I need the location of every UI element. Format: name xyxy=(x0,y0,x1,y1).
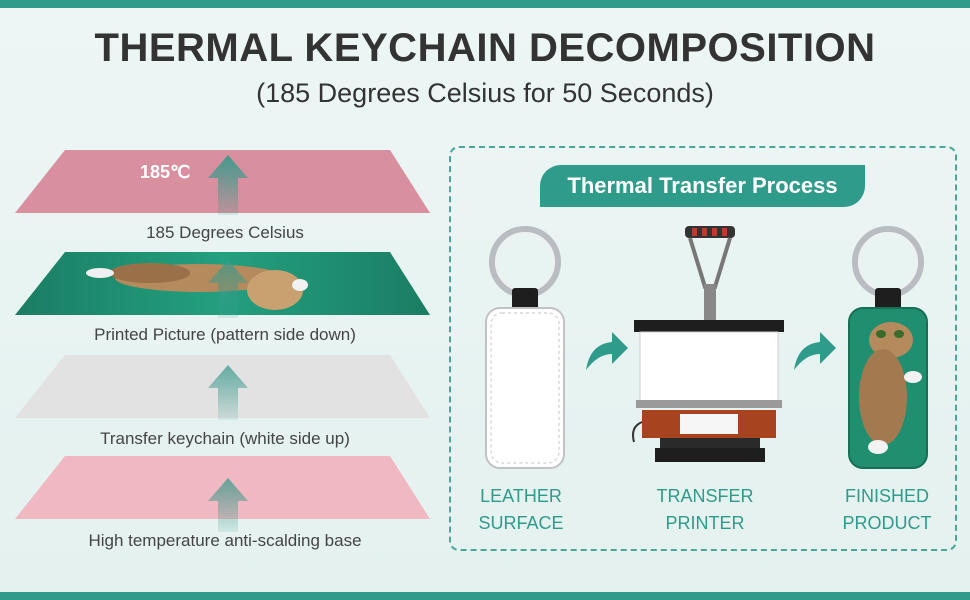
page-title: THERMAL KEYCHAIN DECOMPOSITION xyxy=(94,26,876,70)
layer-stack-graphic xyxy=(15,150,430,532)
step-transfer-printer: TRANSFER PRINTER xyxy=(656,486,754,533)
page-subtitle: (185 Degrees Celsius for 50 Seconds) xyxy=(256,78,714,108)
finished-keychain-icon xyxy=(848,226,928,469)
heat-arrow-2 xyxy=(208,260,248,318)
layer-caption-keychain: Transfer keychain (white side up) xyxy=(100,429,350,448)
layer-caption-base: High temperature anti-scalding base xyxy=(88,531,362,550)
blank-keychain-icon xyxy=(485,226,565,469)
layer-caption-picture: Printed Picture (pattern side down) xyxy=(94,325,356,344)
process-arrow-2 xyxy=(794,332,836,370)
process-title: Thermal Transfer Process xyxy=(540,165,865,207)
cat-picture-icon xyxy=(86,263,308,310)
step-leather-surface: LEATHER SURFACE xyxy=(478,486,564,533)
heat-press-icon xyxy=(632,226,784,462)
heat-arrow-1 xyxy=(208,155,248,215)
cat-print-icon xyxy=(859,322,922,454)
bottom-accent-bar xyxy=(0,592,970,600)
temperature-label: 185℃ xyxy=(140,162,191,182)
heat-arrow-3 xyxy=(208,365,248,420)
step-finished-product: FINISHED PRODUCT xyxy=(842,486,932,533)
layer-caption-heat: 185 Degrees Celsius xyxy=(146,223,304,242)
heat-arrow-4 xyxy=(208,478,248,532)
process-arrow-1 xyxy=(586,332,628,370)
process-panel xyxy=(449,146,957,551)
top-accent-bar xyxy=(0,0,970,8)
